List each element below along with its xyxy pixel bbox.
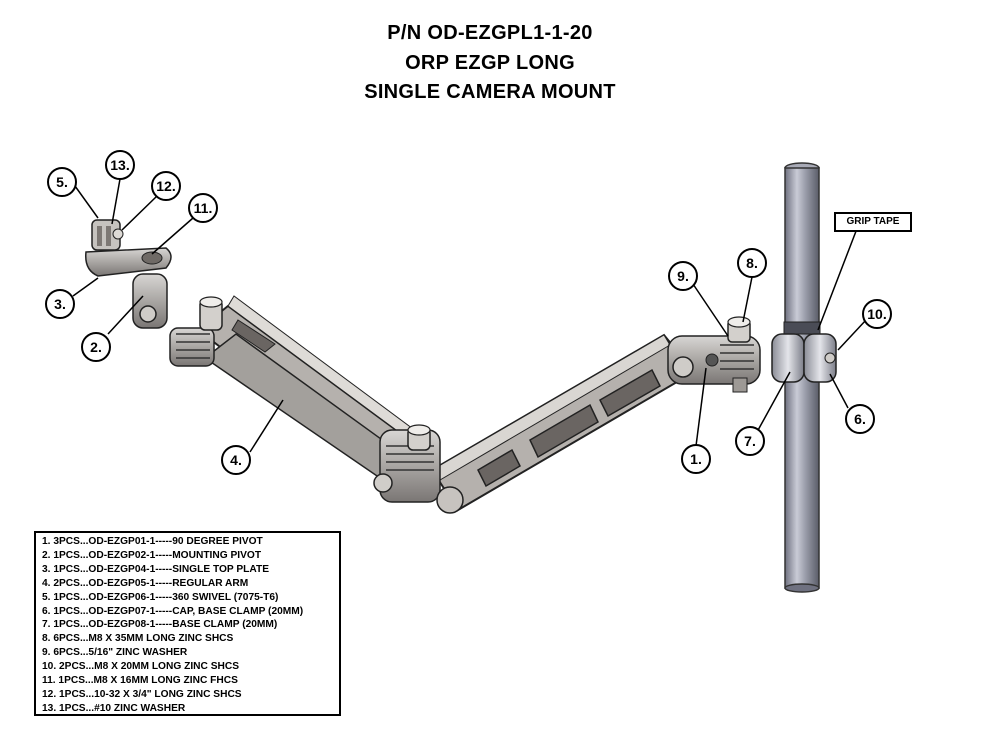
left-pivot (132, 273, 223, 367)
callout-6: 6. (845, 404, 875, 434)
bom-row: 11. 1PCS...M8 X 16MM LONG ZINC FHCS (42, 675, 238, 687)
title-product-name: ORP EZGP LONG (405, 52, 575, 74)
callout-13: 13. (105, 150, 135, 180)
callout-11: 11. (188, 193, 218, 223)
right-pivot (667, 316, 761, 393)
svg-text:1.: 1. (690, 451, 702, 467)
callout-2: 2. (81, 332, 111, 362)
svg-text:9.: 9. (677, 268, 689, 284)
base-clamp (771, 333, 837, 383)
bom-row: 2. 1PCS...OD-EZGP02-1-----MOUNTING PIVOT (42, 549, 262, 561)
center-pivot (373, 424, 464, 514)
svg-text:12.: 12. (156, 178, 175, 194)
bom-row: 10. 2PCS...M8 X 20MM LONG ZINC SHCS (42, 661, 239, 673)
svg-text:4.: 4. (230, 452, 242, 468)
callout-8: 8. (737, 248, 767, 278)
bom-row: 7. 1PCS...OD-EZGP08-1-----BASE CLAMP (20… (42, 619, 278, 631)
svg-text:8.: 8. (746, 255, 758, 271)
svg-text:6.: 6. (854, 411, 866, 427)
svg-text:5.: 5. (56, 174, 68, 190)
bom-row: 4. 2PCS...OD-EZGP05-1-----REGULAR ARM (42, 577, 249, 589)
svg-text:7.: 7. (744, 433, 756, 449)
callout-4: 4. (221, 445, 251, 475)
callout-3: 3. (45, 289, 75, 319)
bill-of-materials: 1. 3PCS...OD-EZGP01-1-----90 DEGREE PIVO… (34, 531, 341, 716)
bom-row: 9. 6PCS...5/16" ZINC WASHER (42, 647, 188, 659)
grip-tape-label: GRIP TAPE (834, 212, 912, 232)
callout-12: 12. (151, 171, 181, 201)
bom-row: 6. 1PCS...OD-EZGP07-1-----CAP, BASE CLAM… (42, 605, 304, 617)
right-regular-arm (430, 333, 696, 512)
callout-1: 1. (681, 444, 711, 474)
top-plate-and-swivel (85, 219, 172, 277)
bom-row: 5. 1PCS...OD-EZGP06-1-----360 SWIVEL (70… (42, 591, 279, 603)
leader-lines (72, 178, 867, 453)
svg-text:2.: 2. (90, 339, 102, 355)
svg-text:3.: 3. (54, 296, 66, 312)
svg-text:10.: 10. (867, 306, 886, 322)
bom-row: 13. 1PCS...#10 ZINC WASHER (42, 702, 186, 714)
callouts: 5. 13. 12. 11. 3. 2. 4. 9. 8. 1. 7. 6. 1… (45, 150, 892, 475)
title-part-number: P/N OD-EZGPL1-1-20 (387, 22, 593, 44)
title-description: SINGLE CAMERA MOUNT (364, 81, 616, 103)
svg-text:11.: 11. (194, 200, 213, 216)
callout-9: 9. (668, 261, 698, 291)
callout-10: 10. (862, 299, 892, 329)
callout-7: 7. (735, 426, 765, 456)
bom-row: 8. 6PCS...M8 X 35MM LONG ZINC SHCS (42, 633, 234, 645)
svg-text:13.: 13. (110, 157, 129, 173)
callout-5: 5. (47, 167, 77, 197)
bom-row: 12. 1PCS...10-32 X 3/4" LONG ZINC SHCS (42, 688, 242, 700)
bom-row: 1. 3PCS...OD-EZGP01-1-----90 DEGREE PIVO… (42, 536, 263, 547)
bom-row: 3. 1PCS...OD-EZGP04-1-----SINGLE TOP PLA… (42, 563, 269, 575)
left-regular-arm (196, 295, 437, 485)
